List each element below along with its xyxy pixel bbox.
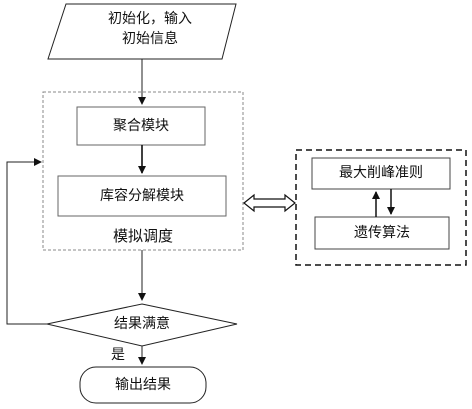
input-label-line2: 初始信息 [122, 31, 178, 47]
decision-label: 结果满意 [114, 316, 170, 332]
peak-shaving-label: 最大削峰准则 [339, 165, 423, 181]
simulation-group-label: 模拟调度 [112, 227, 173, 245]
simulation-group-box [42, 91, 244, 251]
input-parallelogram [47, 3, 237, 60]
decomposition-module-label: 库容分解模块 [100, 188, 184, 204]
yes-branch-label: 是 [111, 347, 125, 363]
decomposition-module-box [57, 175, 227, 217]
input-label-line1: 初始化，输入 [108, 11, 192, 27]
genetic-algorithm-box [314, 216, 450, 250]
double-arrow [243, 193, 296, 213]
aggregation-module-label: 聚合模块 [113, 118, 169, 134]
genetic-algorithm-label: 遗传算法 [354, 225, 410, 241]
aggregation-module-box [76, 106, 206, 146]
output-label: 输出结果 [115, 377, 171, 393]
optimization-group-box [295, 149, 467, 266]
loop-back-line [6, 158, 47, 325]
output-terminal [79, 366, 207, 404]
peak-shaving-box [311, 157, 451, 190]
